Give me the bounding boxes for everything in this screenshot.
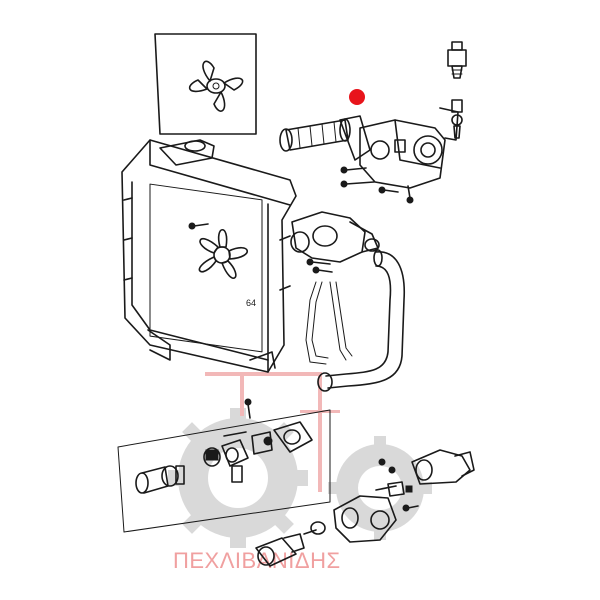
thermostat-part-middle [203, 398, 313, 483]
bypass-pipe [305, 281, 353, 365]
lower-hose [317, 249, 406, 392]
watermark-right-gear [328, 436, 432, 540]
fan-inset [154, 33, 257, 135]
thermostat-part-left [135, 465, 185, 494]
radiator-fan-icon [198, 228, 248, 279]
bolts-group [340, 166, 399, 194]
watermark-text: ΠΕΧΛΙΒΑΝΙΔΗΣ [173, 548, 341, 573]
water-pump [290, 211, 380, 274]
part-number-label: 64 [246, 298, 256, 308]
exploded-assembly-box [117, 398, 331, 533]
watermark-logo: ΠΕΧΛΙΒΑΝΙΔΗΣ [168, 372, 432, 573]
lower-pump-assembly [333, 449, 475, 543]
sensor-fitting-icon [451, 99, 463, 139]
lower-shaft-parts [255, 521, 326, 567]
upper-hose [279, 115, 371, 161]
temperature-sensor-icon [447, 41, 467, 79]
radiator: 64 [121, 139, 297, 373]
fan-icon [188, 60, 244, 112]
thermostat-housing [359, 107, 459, 204]
watermark-left-gear [168, 408, 308, 548]
marker-dot [349, 89, 365, 105]
